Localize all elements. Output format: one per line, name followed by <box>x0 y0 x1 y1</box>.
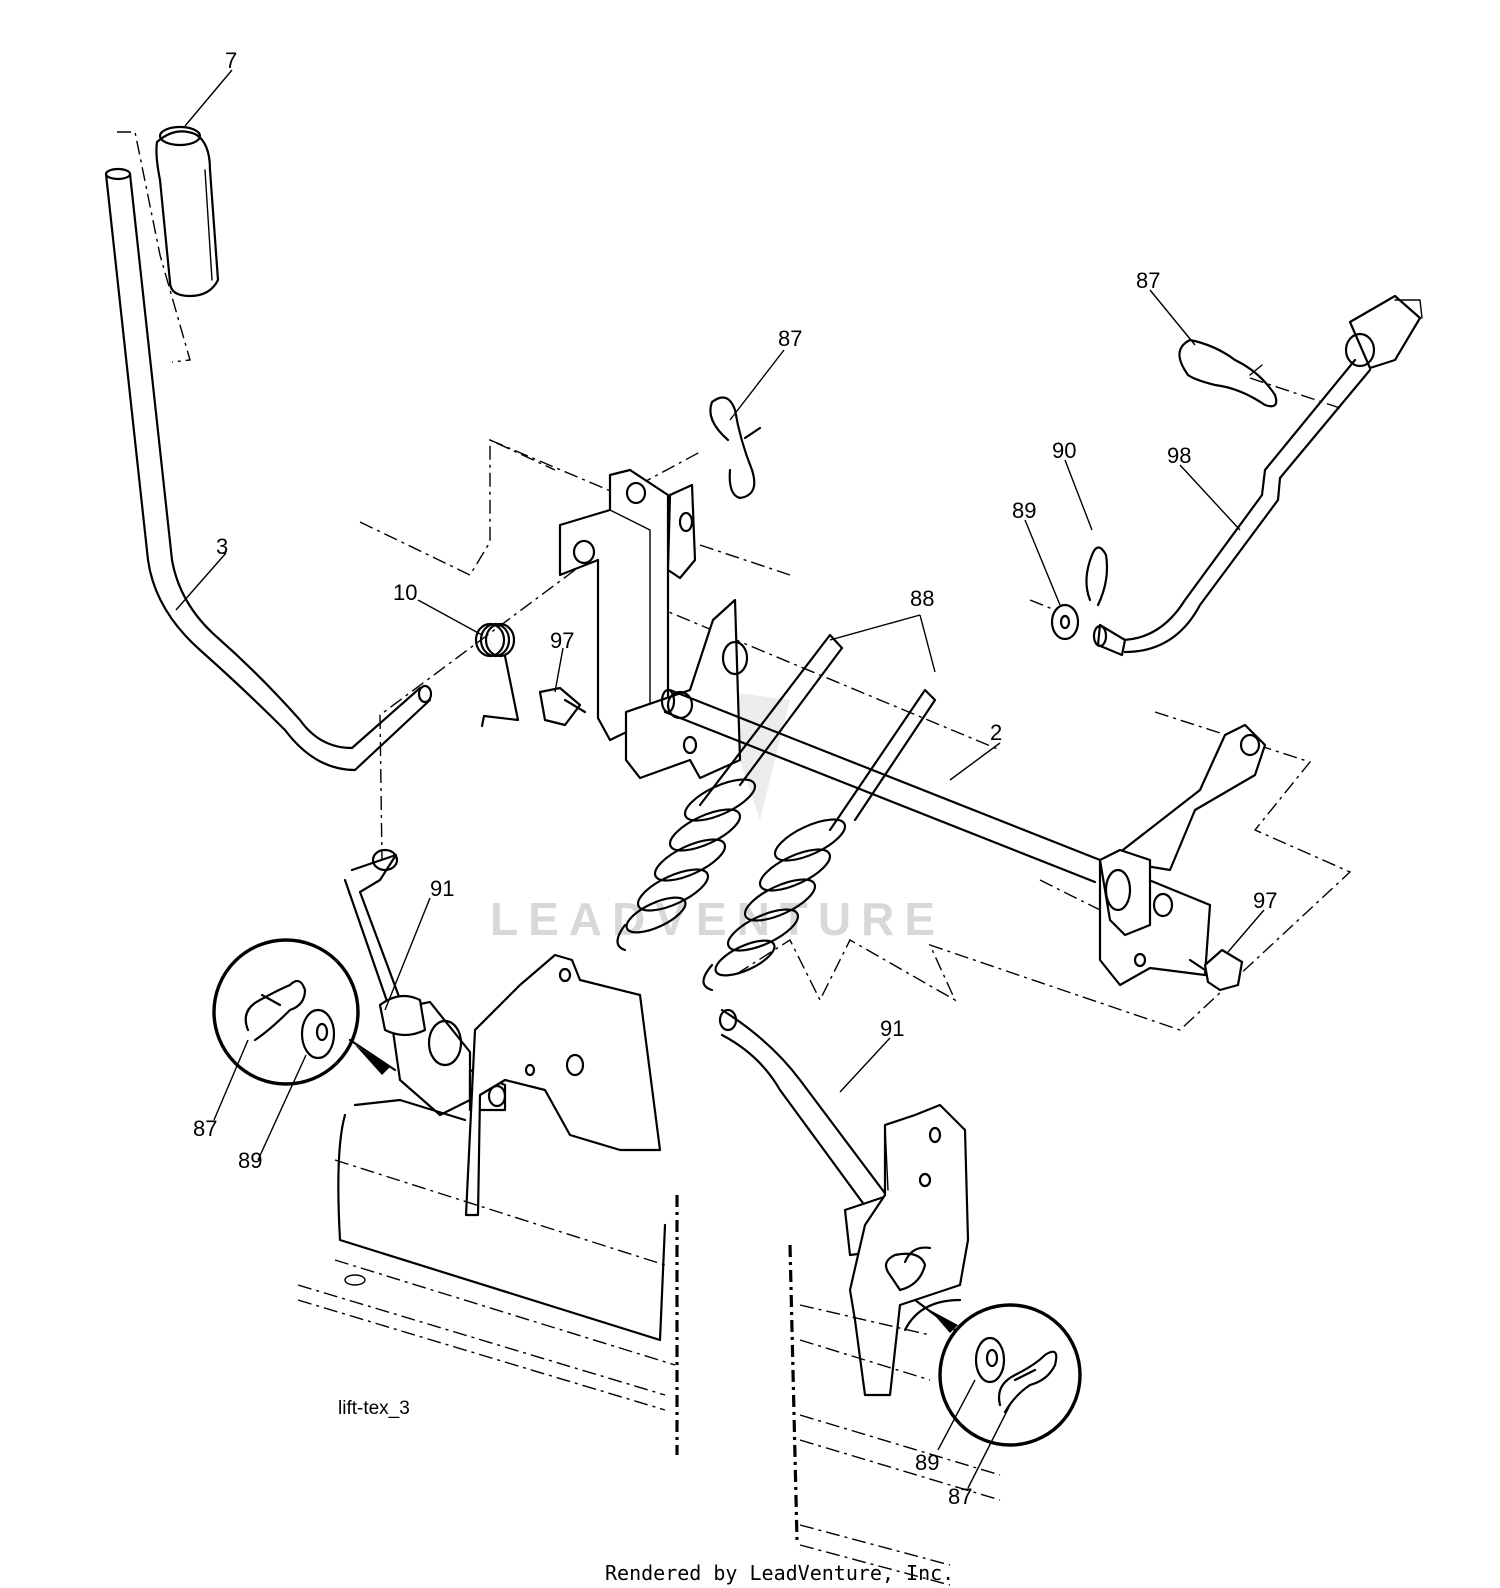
detail-circle-left <box>212 938 397 1086</box>
extension-springs <box>616 633 937 992</box>
callout-90: 90 <box>1052 438 1076 463</box>
deck-panel-right <box>788 1244 1001 1586</box>
deck-panel-left <box>297 1098 679 1455</box>
callout-2: 2 <box>990 720 1002 745</box>
callout-98: 98 <box>1167 443 1191 468</box>
spring-right <box>702 818 847 992</box>
callout-97-left: 97 <box>550 628 574 653</box>
drawing-tag: lift-tex_3 <box>338 1398 410 1419</box>
callout-89-right-detail: 89 <box>915 1450 939 1475</box>
callout-88: 88 <box>910 586 934 611</box>
spring-left <box>616 778 757 952</box>
callout-87-top: 87 <box>778 326 802 351</box>
callout-87-left-detail: 87 <box>193 1116 217 1141</box>
callout-10: 10 <box>393 580 417 605</box>
detail-circle-right <box>913 1298 1082 1447</box>
handle-grip <box>117 125 220 363</box>
callout-91-left: 91 <box>430 876 454 901</box>
callout-7: 7 <box>225 48 237 73</box>
callout-91-right: 91 <box>880 1016 904 1041</box>
callout-87-right-detail: 87 <box>948 1484 972 1509</box>
leader-lines <box>175 69 1265 1489</box>
adjust-rod <box>1050 294 1423 657</box>
callout-89-left-detail: 89 <box>238 1148 262 1173</box>
bracket-assembly <box>538 468 749 780</box>
right-lift-link <box>718 1008 970 1397</box>
credit-line: Rendered by LeadVenture, Inc. <box>605 1561 954 1585</box>
callout-3: 3 <box>216 534 228 559</box>
callout-labels: 7 3 10 97 87 87 90 89 98 88 2 91 91 97 8… <box>193 48 1277 1509</box>
left-lift-link <box>343 848 662 1217</box>
watermark-text: LEADVENTURE <box>490 893 945 945</box>
torsion-spring <box>474 622 520 728</box>
hairpin-top <box>709 396 762 500</box>
callout-89-rod: 89 <box>1012 498 1036 523</box>
right-arm-assembly <box>1098 723 1267 992</box>
callout-87-rod: 87 <box>1136 268 1160 293</box>
lift-handle <box>104 167 433 772</box>
callout-97-right: 97 <box>1253 888 1277 913</box>
